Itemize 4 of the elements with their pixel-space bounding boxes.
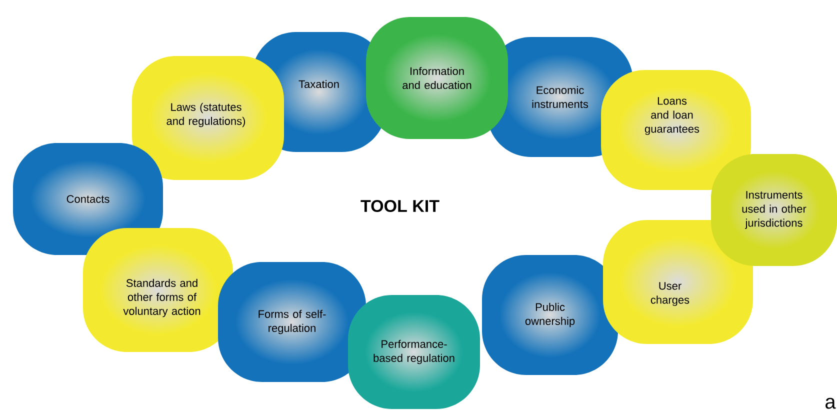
title: TOOL KIT: [360, 200, 440, 212]
panel-letter: a: [826, 398, 836, 409]
tool-box: Instruments used in other jurisdictions: [711, 154, 837, 266]
tool-box: Performance-based regulation: [348, 295, 480, 409]
